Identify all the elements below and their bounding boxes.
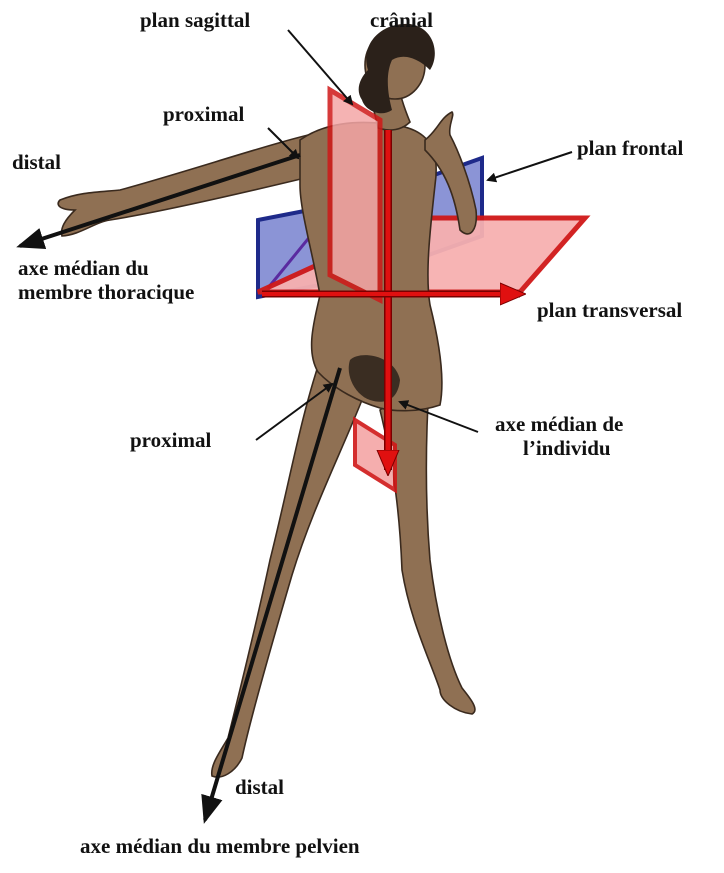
label-axe-median-individu: axe médian de l’individu bbox=[495, 412, 623, 460]
label-distal-bottom: distal bbox=[235, 775, 284, 799]
label-plan-frontal: plan frontal bbox=[577, 136, 683, 160]
label-cranial: crânial bbox=[370, 8, 433, 32]
label-plan-transversal: plan transversal bbox=[537, 298, 682, 322]
axis-pelvic-arrow bbox=[205, 368, 340, 820]
body-silhouette bbox=[58, 31, 476, 777]
label-proximal-top: proximal bbox=[163, 102, 244, 126]
label-axe-individu-line1: axe médian de bbox=[495, 412, 623, 436]
label-axe-median-pelvien: axe médian du membre pelvien bbox=[80, 834, 360, 858]
label-proximal-bottom: proximal bbox=[130, 428, 211, 452]
label-distal-top: distal bbox=[12, 150, 61, 174]
label-axe-thoracique-line1: axe médian du bbox=[18, 256, 194, 280]
label-axe-individu-line2: l’individu bbox=[495, 436, 623, 460]
label-axe-median-thoracique: axe médian du membre thoracique bbox=[18, 256, 194, 304]
label-plan-sagittal: plan sagittal bbox=[140, 8, 250, 32]
label-axe-thoracique-line2: membre thoracique bbox=[18, 280, 194, 304]
